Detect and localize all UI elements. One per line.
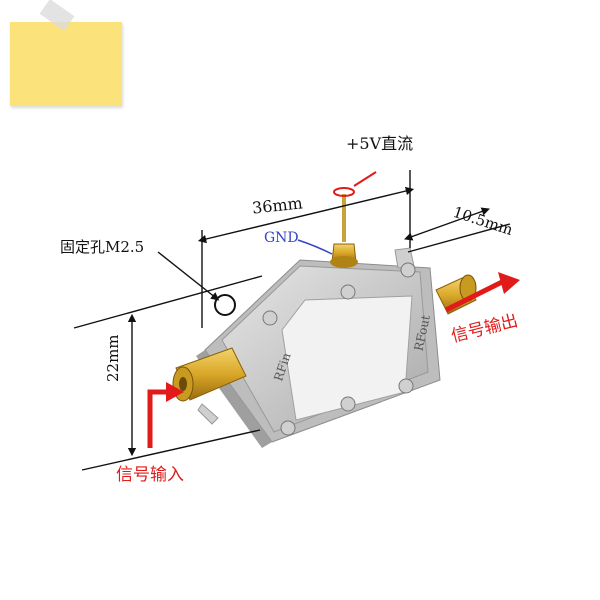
- gnd-label: GND: [264, 230, 299, 246]
- signal-out-arrow: [444, 279, 504, 313]
- mount-hole-leader: [157, 251, 220, 301]
- signal-in-arrow: [147, 389, 168, 448]
- rf-out-connector: [435, 274, 477, 315]
- mount-hole-label: 固定孔M2.5: [60, 238, 145, 256]
- sticky-note: [10, 22, 122, 106]
- mount-hole-marker: [214, 294, 236, 316]
- power-arrow: [353, 171, 377, 187]
- signal-in-label: 信号输入: [116, 465, 184, 485]
- gnd-leader: [297, 239, 333, 255]
- dimension-lines: [73, 170, 511, 471]
- width-dimension-line: [197, 186, 415, 244]
- height-label: 22mm: [104, 334, 122, 382]
- power-pin-marker: [333, 187, 355, 197]
- power-pin: [330, 194, 358, 268]
- depth-dimension-line: [404, 207, 490, 241]
- amplifier-body: [196, 247, 441, 448]
- power-label: +5V直流: [346, 134, 414, 153]
